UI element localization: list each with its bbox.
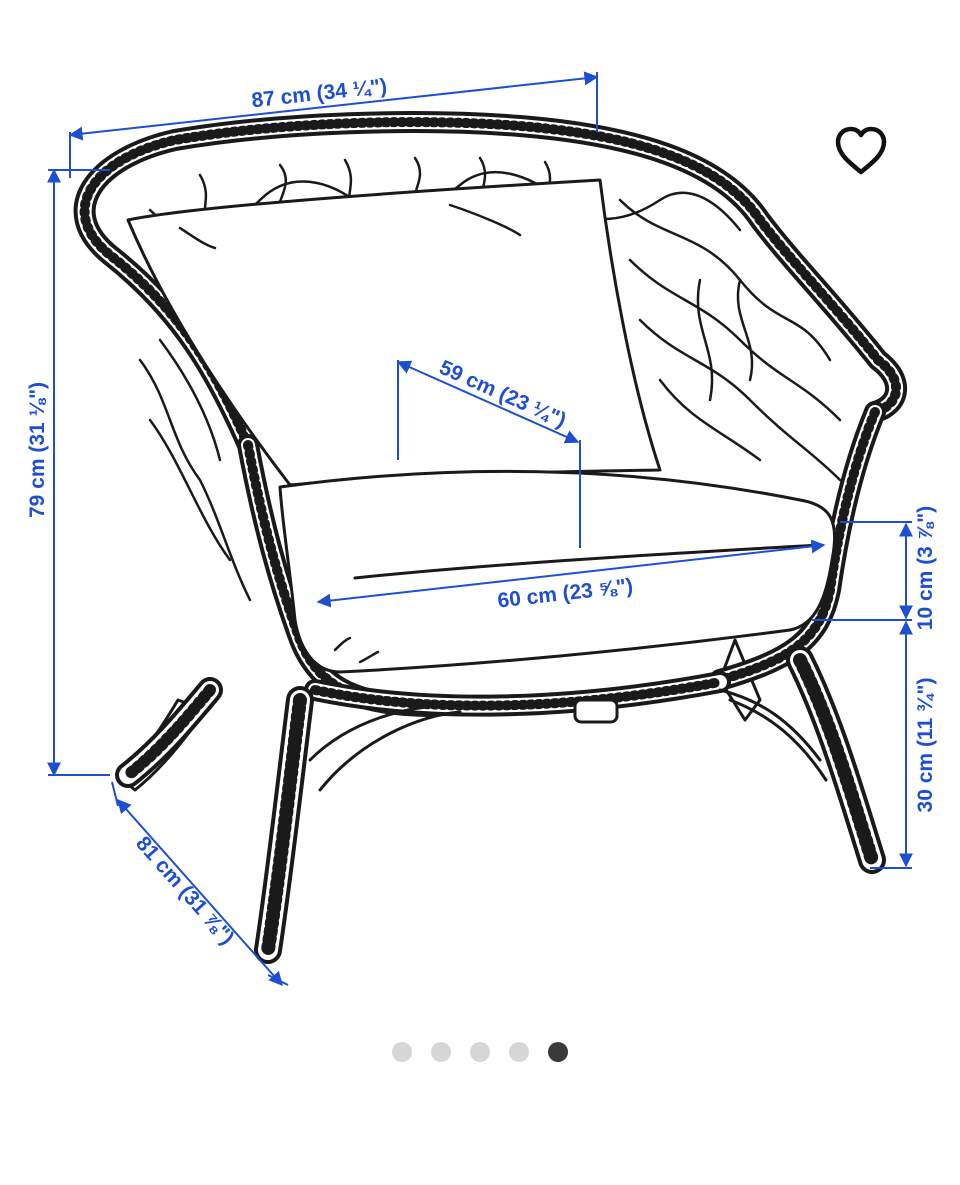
product-image-viewer[interactable]: 87 cm (34 ¼") 79 cm (31 ⅛") 81 cm (31 ⅞"… bbox=[0, 0, 960, 1010]
seat-cushion bbox=[278, 469, 837, 674]
backrest-lattice bbox=[138, 156, 842, 602]
dimension-height-label: 79 cm (31 ⅛") bbox=[26, 382, 49, 518]
armchair-dimension-diagram: 87 cm (34 ¼") 79 cm (31 ⅛") 81 cm (31 ⅞"… bbox=[26, 71, 937, 987]
armchair-illustration bbox=[73, 111, 907, 964]
dimension-depth-label: 81 cm (31 ⅞") bbox=[131, 832, 238, 949]
carousel-dot[interactable] bbox=[392, 1042, 412, 1062]
carousel-dot[interactable] bbox=[431, 1042, 451, 1062]
carousel-indicator bbox=[0, 1038, 960, 1066]
carousel-dot[interactable] bbox=[548, 1042, 568, 1062]
dimension-seat-height-label: 30 cm (11 ¾") bbox=[914, 678, 937, 813]
favorite-button[interactable] bbox=[830, 122, 892, 180]
carousel-dot[interactable] bbox=[470, 1042, 490, 1062]
back-cushion bbox=[126, 178, 662, 487]
carousel-dot[interactable] bbox=[509, 1042, 529, 1062]
dimension-seat-thickness-label: 10 cm (3 ⅞") bbox=[914, 506, 937, 630]
heart-outline-icon bbox=[835, 126, 887, 175]
